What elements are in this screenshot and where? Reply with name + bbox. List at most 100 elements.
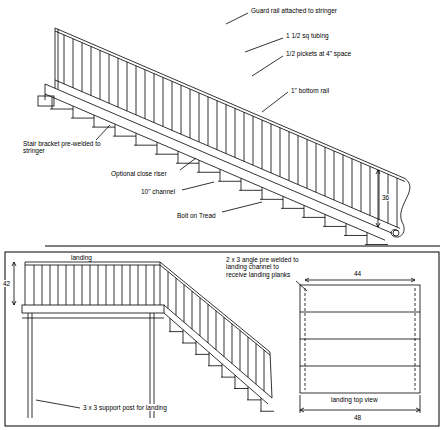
riser — [136, 133, 137, 145]
tread — [176, 163, 199, 164]
tread — [260, 199, 283, 200]
landing-picket — [58, 265, 59, 305]
picket — [280, 128, 281, 177]
riser — [261, 398, 262, 411]
tread — [218, 181, 241, 182]
landing-picket — [154, 265, 155, 305]
picket — [298, 135, 299, 184]
landing-panel — [5, 252, 439, 426]
picket — [192, 291, 193, 329]
landing-picket — [74, 265, 75, 305]
picket — [168, 272, 169, 309]
picket — [118, 58, 119, 107]
picket — [397, 178, 398, 227]
landing-picket — [34, 265, 35, 305]
riser — [178, 151, 179, 163]
picket — [181, 85, 182, 134]
tread — [50, 109, 73, 110]
riser — [283, 196, 284, 208]
landing-picket — [122, 265, 123, 305]
landing-picket — [98, 265, 99, 305]
picket — [176, 278, 177, 315]
callout-label: Guard rail attached to stringer — [250, 7, 338, 14]
landing-picket — [114, 265, 115, 305]
tread — [182, 343, 196, 344]
riser — [115, 124, 116, 136]
picket — [91, 46, 92, 95]
picket — [184, 285, 185, 323]
picket — [240, 330, 241, 370]
picket — [100, 50, 101, 99]
dimension-label: 48 — [353, 414, 362, 421]
picket — [316, 143, 317, 192]
callout-label: 1" bottom rail — [290, 87, 330, 94]
picket — [199, 93, 200, 142]
landing-picket — [50, 265, 51, 305]
riser — [248, 387, 249, 400]
riser — [52, 97, 53, 109]
riser — [199, 160, 200, 172]
picket — [235, 108, 236, 157]
riser — [222, 364, 223, 377]
picket — [379, 170, 380, 219]
callout-label: 3 x 3 support post for landing — [82, 404, 168, 411]
tread — [169, 331, 183, 332]
tread — [195, 354, 209, 355]
tread — [323, 226, 346, 227]
picket — [64, 35, 65, 84]
tread — [239, 190, 262, 191]
riser — [241, 178, 242, 190]
tread — [221, 377, 235, 378]
picket — [232, 324, 233, 364]
riser — [157, 142, 158, 154]
picket — [370, 166, 371, 215]
riser — [262, 187, 263, 199]
stair-side-view — [38, 13, 440, 246]
landing-picket — [138, 265, 139, 305]
picket — [163, 77, 164, 126]
picket — [216, 311, 217, 350]
callout-label: Bolt on Tread — [176, 212, 217, 219]
tread — [234, 388, 248, 389]
picket — [271, 124, 272, 173]
picket — [82, 43, 83, 92]
picket — [325, 147, 326, 196]
picket — [217, 101, 218, 150]
riser — [346, 223, 347, 235]
part-label: landing — [70, 254, 93, 261]
dimension-label: 36 — [381, 194, 390, 201]
picket — [172, 81, 173, 130]
riser — [304, 205, 305, 217]
callout-label: Optional close riser — [110, 170, 168, 177]
landing-picket — [130, 265, 131, 305]
picket — [352, 159, 353, 208]
picket — [136, 66, 137, 115]
picket — [361, 163, 362, 212]
picket — [226, 105, 227, 154]
riser — [196, 341, 197, 354]
tread — [365, 244, 388, 245]
landing-picket — [90, 265, 91, 305]
callout-label: 1/2 pickets at 4" space — [285, 50, 352, 57]
picket — [244, 112, 245, 161]
landing-picket — [146, 265, 147, 305]
picket — [307, 139, 308, 188]
picket — [208, 304, 209, 343]
picket — [264, 350, 265, 391]
tread — [344, 235, 367, 236]
picket — [224, 317, 225, 356]
picket — [145, 70, 146, 119]
tread — [208, 365, 222, 366]
riser — [73, 106, 74, 118]
riser — [235, 375, 236, 388]
tread — [302, 217, 325, 218]
callout-label: Stair bracket pre-welded to stringer — [22, 140, 102, 155]
riser — [170, 318, 171, 331]
picket — [262, 120, 263, 169]
tread — [260, 411, 274, 412]
riser — [183, 330, 184, 343]
tread — [71, 118, 94, 119]
tread — [155, 154, 178, 155]
tread — [281, 208, 304, 209]
